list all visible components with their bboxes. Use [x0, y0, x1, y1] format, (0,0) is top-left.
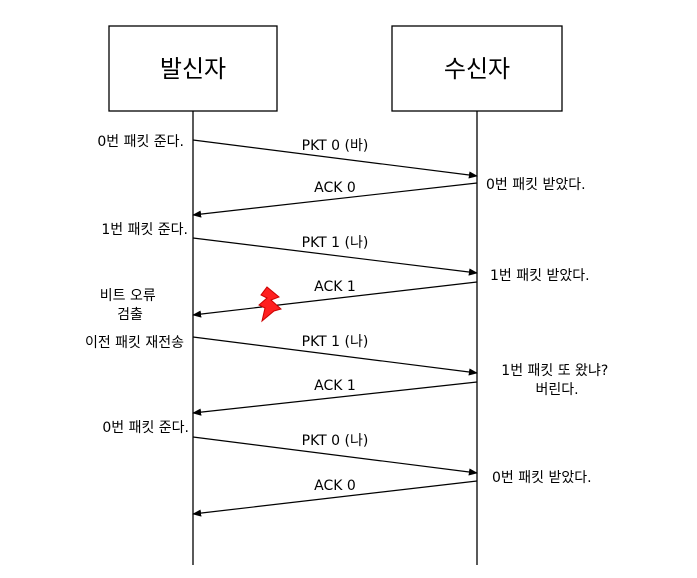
message-arrow [192, 281, 478, 318]
receiver-box [391, 25, 563, 112]
message-arrow [192, 237, 478, 276]
lightning-bolt-icon [258, 286, 283, 323]
receiver-note-4: 0번 패킷 받았다. [492, 470, 592, 486]
sender-actor: 발신자 [108, 25, 278, 112]
receiver-note-2: 1번 패킷 받았다. [490, 268, 590, 284]
note-line: 0번 패킷 받았다. [492, 470, 592, 486]
message-4: ACK 1 [192, 279, 478, 323]
message-8: ACK 0 [192, 478, 478, 517]
receiver-note-3: 1번 패킷 또 왔냐? 버린다. [501, 363, 612, 398]
sender-note-5: 0번 패킷 준다. [102, 420, 189, 436]
message-5: PKT 1 (나) [192, 334, 478, 376]
note-line: 0번 패킷 준다. [97, 134, 184, 150]
sender-note-2: 1번 패킷 준다. [101, 222, 188, 238]
message-label: PKT 1 (나) [302, 235, 369, 251]
receiver-label: 수신자 [444, 55, 510, 83]
message-label: ACK 1 [314, 279, 356, 295]
note-line: 1번 패킷 받았다. [490, 268, 590, 284]
note-line: 이전 패킷 재전송 [85, 335, 184, 351]
message-label: PKT 0 (나) [302, 433, 369, 449]
sender-box [108, 25, 278, 112]
message-6: ACK 1 [192, 378, 478, 416]
sender-note-4: 이전 패킷 재전송 [85, 335, 184, 351]
message-3: PKT 1 (나) [192, 235, 478, 276]
message-arrow [192, 480, 478, 517]
message-arrow [192, 139, 478, 179]
sender-note-1: 0번 패킷 준다. [97, 134, 184, 150]
message-arrow [192, 336, 478, 376]
message-7: PKT 0 (나) [192, 433, 478, 476]
note-line: 0번 패킷 준다. [102, 420, 189, 436]
message-1: PKT 0 (바) [192, 138, 478, 179]
note-line: 버린다. [535, 382, 578, 398]
message-label: PKT 1 (나) [302, 334, 369, 350]
message-arrow [192, 436, 478, 476]
receiver-actor: 수신자 [391, 25, 563, 112]
message-label: ACK 0 [314, 478, 356, 494]
message-arrow [192, 182, 478, 218]
note-line: 비트 오류 [100, 288, 156, 304]
message-arrow [192, 381, 478, 416]
note-line: 1번 패킷 또 왔냐? [501, 363, 608, 379]
receiver-note-1: 0번 패킷 받았다. [486, 177, 586, 193]
message-2: ACK 0 [192, 180, 478, 218]
note-line: 1번 패킷 준다. [101, 222, 188, 238]
message-label: ACK 1 [314, 378, 356, 394]
message-label: ACK 0 [314, 180, 356, 196]
sender-label: 발신자 [160, 55, 226, 83]
sender-note-3: 비트 오류 검출 [100, 288, 160, 323]
note-line: 0번 패킷 받았다. [486, 177, 586, 193]
note-line: 검출 [117, 307, 143, 323]
message-label: PKT 0 (바) [302, 138, 369, 154]
